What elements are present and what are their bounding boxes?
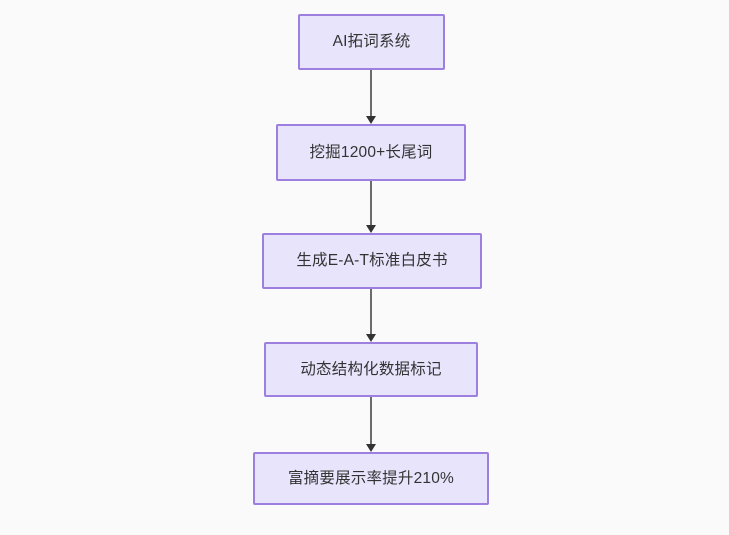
flow-node-label: 富摘要展示率提升210%: [287, 469, 455, 487]
flow-node-ai-keyword-system[interactable]: AI拓词系统: [298, 14, 445, 70]
arrowhead-down-icon: [366, 116, 376, 124]
flow-node-label: 生成E-A-T标准白皮书: [296, 252, 448, 270]
connector-line: [370, 181, 372, 226]
flow-connector-1: [364, 70, 378, 124]
arrowhead-down-icon: [366, 225, 376, 233]
arrowhead-down-icon: [366, 444, 376, 452]
flow-node-mine-longtail-keywords[interactable]: 挖掘1200+长尾词: [276, 124, 466, 181]
flow-node-label: 动态结构化数据标记: [300, 360, 442, 378]
connector-line: [370, 397, 372, 445]
flow-connector-3: [364, 289, 378, 342]
flow-node-generate-eat-whitepaper[interactable]: 生成E-A-T标准白皮书: [262, 233, 482, 289]
connector-line: [370, 289, 372, 335]
flow-connector-2: [364, 181, 378, 233]
flow-node-dynamic-structured-data-markup[interactable]: 动态结构化数据标记: [264, 342, 478, 397]
flow-node-label: 挖掘1200+长尾词: [309, 143, 433, 161]
flow-node-rich-snippet-impression-lift[interactable]: 富摘要展示率提升210%: [253, 452, 489, 505]
flow-connector-4: [364, 397, 378, 452]
arrowhead-down-icon: [366, 334, 376, 342]
connector-line: [370, 70, 372, 117]
flow-node-label: AI拓词系统: [332, 33, 411, 51]
